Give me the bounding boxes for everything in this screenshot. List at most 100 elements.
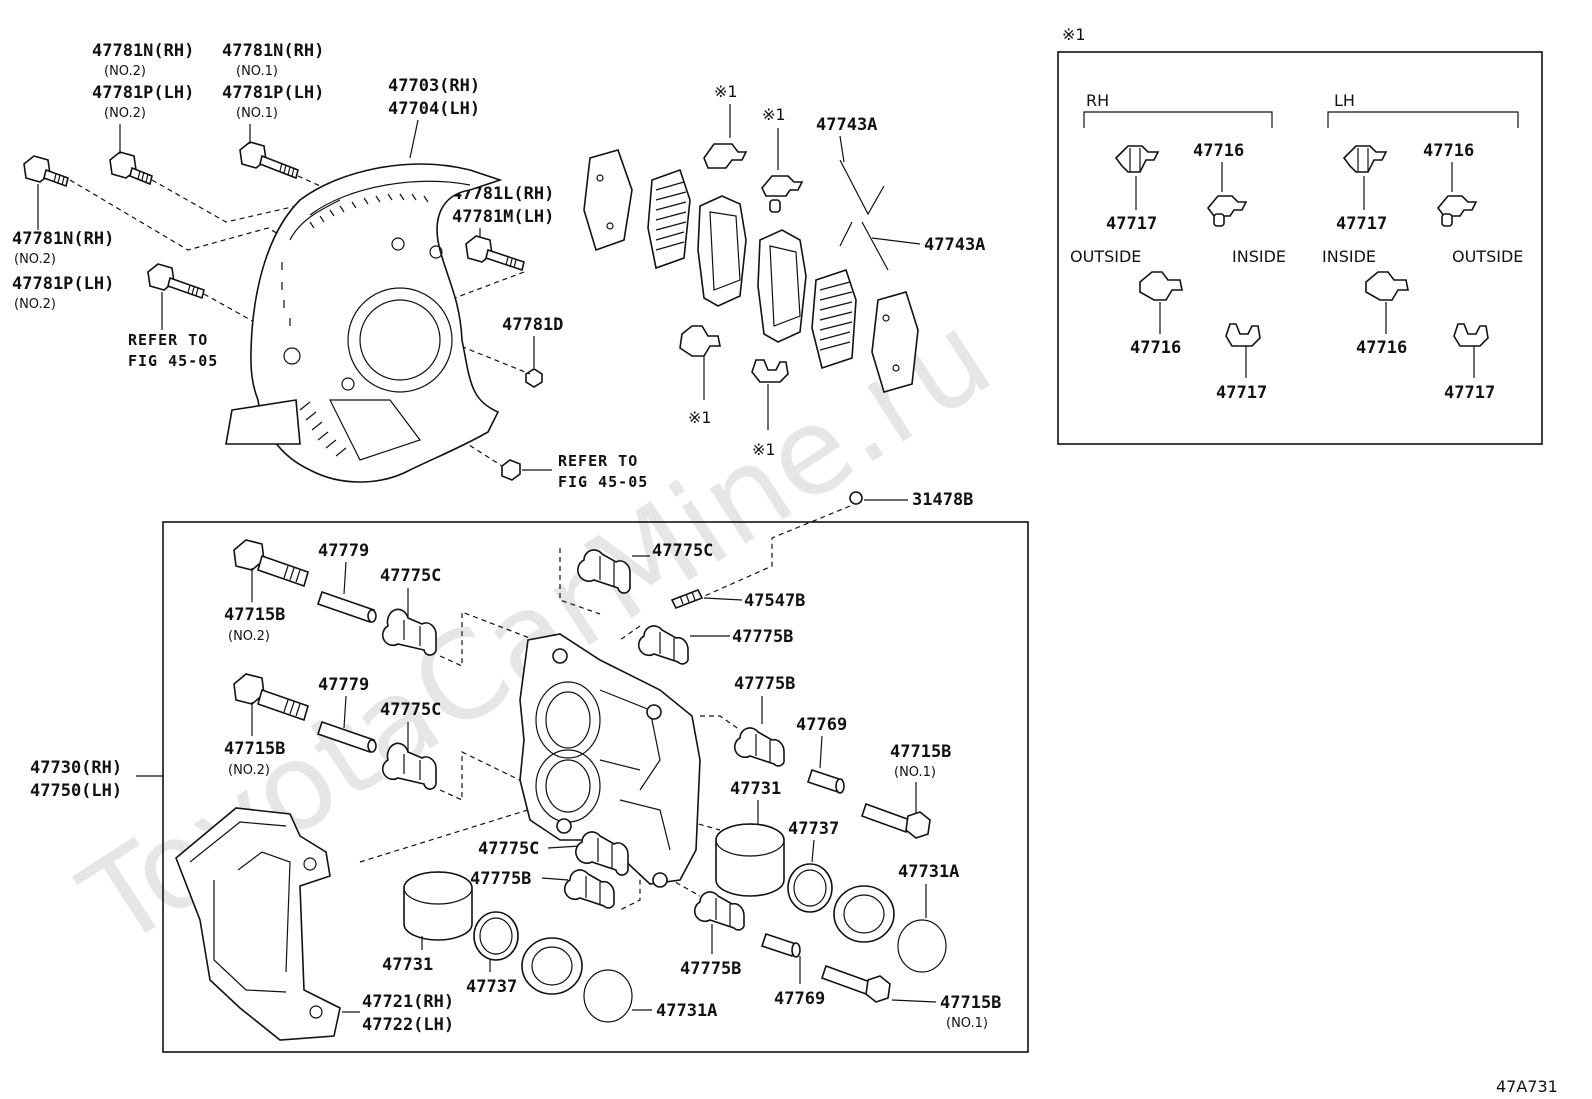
label-47781l-rh: 47781L(RH) xyxy=(452,184,554,204)
boot-47775b-mid: 47775B xyxy=(733,674,795,767)
pad-47-left xyxy=(697,195,747,307)
pad-shim-left xyxy=(647,168,691,270)
pin-47769-lower: 47769 xyxy=(760,932,825,1009)
label-no2-d: (NO.2) xyxy=(14,297,56,312)
label-47703-rh: 47703(RH) xyxy=(388,76,480,96)
label-47769-upper: 47769 xyxy=(796,715,847,735)
clip-47717-lh-inside: 47717 xyxy=(1336,145,1388,234)
label-47716-rh-in: 47716 xyxy=(1193,141,1244,161)
label-47769-lower: 47769 xyxy=(774,989,825,1009)
label-31478b: 31478B xyxy=(912,490,973,510)
label-47775c-ur: 47775C xyxy=(652,541,713,561)
marker-pad-c: ※1 xyxy=(688,408,712,427)
label-47775b-lm: 47775B xyxy=(470,869,531,889)
marker-pad-a: ※1 xyxy=(714,82,738,101)
label-47737-right: 47737 xyxy=(788,819,839,839)
label-47717-lh-lower: 47717 xyxy=(1444,383,1495,403)
label-47781m-lh: 47781M(LH) xyxy=(452,207,554,227)
label-47779-lower: 47779 xyxy=(318,675,369,695)
label-47743a-bottom: 47743A xyxy=(924,235,985,255)
cover-47731a-right: 47731A xyxy=(897,862,959,973)
label-47716-lh-out: 47716 xyxy=(1423,141,1474,161)
pad-shim-right xyxy=(811,268,857,370)
clip-47717-rh-outside: 47717 xyxy=(1106,145,1160,234)
pad-shim-outer-right xyxy=(871,291,919,393)
boot-47731a-ring-left xyxy=(521,937,583,995)
pad-shim-outer-left xyxy=(583,149,633,252)
pin-47779-lower: 47779 xyxy=(316,675,377,754)
label-47775c-ll: 47775C xyxy=(380,700,441,720)
label-47779-upper: 47779 xyxy=(318,541,369,561)
wear-indicator-top xyxy=(839,159,885,216)
inset-clip-kit: ※1 RH LH 47717 47716 OUTSIDE INSIDE 4771… xyxy=(1057,25,1543,445)
label-outside-rh: OUTSIDE xyxy=(1070,247,1141,266)
label-47715b-no1-lower: 47715B xyxy=(940,993,1001,1013)
piston-47731-right: 47731 xyxy=(715,779,785,897)
brake-pads-group: ※1 ※1 ※1 ※1 47743A 47743A xyxy=(583,82,985,459)
pad-47-right xyxy=(757,229,807,343)
label-47721-rh: 47721(RH) xyxy=(362,992,454,1012)
label-47704-lh: 47704(LH) xyxy=(388,99,480,119)
inset-group-rh: RH xyxy=(1086,91,1109,110)
label-47775c-ul: 47775C xyxy=(380,566,441,586)
boot-47775b-upper: 47775B xyxy=(637,625,793,665)
label-47781p-lh-no1: 47781P(LH) xyxy=(222,83,324,103)
label-inside-rh: INSIDE xyxy=(1232,247,1286,266)
label-47781p-lh-no2: 47781P(LH) xyxy=(92,83,194,103)
boot-47775c-upper-left: 47775C xyxy=(380,566,441,656)
label-no2-b: (NO.2) xyxy=(104,106,146,121)
marker-pad-b: ※1 xyxy=(762,105,786,124)
label-no1-a: (NO.1) xyxy=(236,64,278,79)
label-47730-rh: 47730(RH) xyxy=(30,758,122,778)
backing-plate-group: 47781N(RH) (NO.2) 47781P(LH) (NO.2) 4778… xyxy=(12,41,647,491)
bolt-47715b-no1-lower: 47715B (NO.1) xyxy=(820,964,1001,1031)
label-outside-lh: OUTSIDE xyxy=(1452,247,1523,266)
label-47775b-upper: 47775B xyxy=(732,627,793,647)
inset-marker: ※1 xyxy=(1062,25,1086,44)
label-no2-upper: (NO.2) xyxy=(228,629,270,644)
label-47781n-rh-no1: 47781N(RH) xyxy=(222,41,324,61)
label-47775c-lm: 47775C xyxy=(478,839,539,859)
label-fig-a: FIG 45-05 xyxy=(128,352,218,370)
label-no2-lower: (NO.2) xyxy=(228,763,270,778)
label-47716-lh-lower: 47716 xyxy=(1356,338,1407,358)
marker-pad-d: ※1 xyxy=(752,440,776,459)
label-no2-a: (NO.2) xyxy=(104,64,146,79)
clip-47717-lh-lower: 47717 xyxy=(1444,323,1495,403)
label-no1-upper: (NO.1) xyxy=(894,765,936,780)
pin-47769-upper: 47769 xyxy=(796,715,847,794)
inset-group-lh: LH xyxy=(1334,91,1355,110)
caliper-mounting-bracket: 47721(RH) 47722(LH) xyxy=(175,807,454,1041)
clip-lower-right xyxy=(751,359,789,383)
label-47775b-lr: 47775B xyxy=(680,959,741,979)
label-47717-lh-in: 47717 xyxy=(1336,214,1387,234)
boot-47775c-lower-mid: 47775C xyxy=(478,831,629,876)
label-47781d: 47781D xyxy=(502,315,563,335)
label-47781n-rh-no2: 47781N(RH) xyxy=(92,41,194,61)
bleeder-cap-31478b xyxy=(849,491,863,505)
label-47781p-lh-left: 47781P(LH) xyxy=(12,274,114,294)
seal-47737-left: 47737 xyxy=(466,911,519,997)
piston-47731-left: 47731 xyxy=(382,871,473,975)
label-47781n-rh-left: 47781N(RH) xyxy=(12,229,114,249)
label-47717-rh-lower: 47717 xyxy=(1216,383,1267,403)
pin-47779-upper: 47779 xyxy=(316,541,377,624)
inset-frame xyxy=(1057,51,1543,445)
label-47750-lh: 47750(LH) xyxy=(30,781,122,801)
wear-indicator-bottom xyxy=(839,221,889,271)
clip-47716-rh-lower: 47716 xyxy=(1130,271,1183,358)
label-47731a-right: 47731A xyxy=(898,862,959,882)
label-no2-c: (NO.2) xyxy=(14,252,56,267)
boot-47775c-upper-right: 47775C xyxy=(577,541,713,594)
bolt-47715b-upper: 47715B (NO.2) xyxy=(224,539,309,644)
nut-refer xyxy=(501,459,521,481)
boot-47775b-lower-right: 47775B xyxy=(680,891,745,979)
clip-47716-lh-lower: 47716 xyxy=(1356,271,1409,358)
clip-47716-lh-outside: 47716 xyxy=(1423,141,1478,227)
label-47717-rh-out: 47717 xyxy=(1106,214,1157,234)
bolt-47781n-no2 xyxy=(109,124,153,186)
clip-upper-right xyxy=(761,175,804,197)
clip-47716-rh-inside: 47716 xyxy=(1193,141,1248,227)
boot-47731a-ring-right xyxy=(833,885,895,943)
